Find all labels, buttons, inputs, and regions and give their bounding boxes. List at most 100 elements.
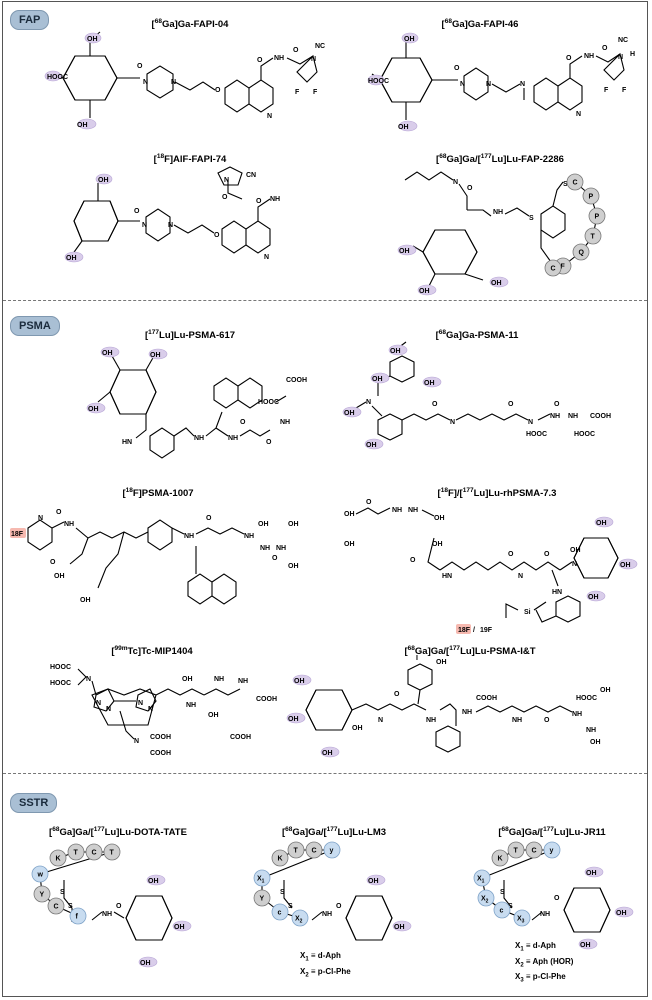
svg-text:O: O	[544, 717, 550, 724]
svg-text:OH: OH	[150, 352, 161, 359]
section-label-fap: FAP	[10, 10, 50, 30]
svg-text:S: S	[280, 889, 285, 896]
svg-text:O: O	[214, 232, 220, 239]
svg-text:HN: HN	[442, 573, 452, 580]
amino-acid-label: T	[110, 850, 115, 857]
svg-text:N: N	[572, 561, 577, 568]
svg-text:OH: OH	[600, 687, 611, 694]
amino-acid-bead	[582, 187, 600, 205]
svg-text:N: N	[264, 254, 269, 261]
svg-text:NH: NH	[186, 702, 196, 709]
svg-text:H: H	[630, 51, 635, 58]
svg-text:OH: OH	[404, 36, 415, 43]
svg-text:OH: OH	[580, 942, 591, 949]
svg-text:OH: OH	[586, 870, 597, 877]
svg-text:OH: OH	[80, 597, 91, 604]
svg-text:19F: 19F	[480, 627, 493, 634]
svg-text:OH: OH	[390, 348, 401, 355]
svg-text:O: O	[336, 903, 342, 910]
amino-acid-label: K	[56, 856, 61, 863]
amino-acid-bead	[253, 869, 271, 887]
svg-text:S: S	[500, 889, 505, 896]
amino-acid-bead	[103, 843, 121, 861]
svg-text:N: N	[518, 573, 523, 580]
svg-text:OH: OH	[66, 255, 77, 262]
amino-acid-bead	[69, 907, 87, 925]
amino-acid-label: c	[278, 910, 282, 917]
svg-text:OH: OH	[590, 739, 601, 746]
amino-acid-bead	[572, 243, 590, 261]
svg-text:N: N	[96, 700, 101, 707]
amino-acid-bead	[323, 841, 341, 859]
svg-text:O: O	[116, 903, 122, 910]
amino-acid-bead	[287, 841, 305, 859]
svg-text:OH: OH	[366, 442, 377, 449]
amino-acid-label: Y	[40, 892, 45, 899]
amino-acid-bead	[513, 909, 531, 927]
svg-text:S: S	[563, 181, 568, 188]
amino-acid-label: Y	[260, 896, 265, 903]
svg-text:/: /	[473, 627, 475, 634]
svg-text:O: O	[508, 401, 514, 408]
svg-text:N: N	[520, 81, 525, 88]
section-label-sstr: SSTR	[10, 793, 58, 813]
svg-text:O: O	[222, 194, 228, 201]
svg-text:N: N	[528, 419, 533, 426]
svg-text:HOOC: HOOC	[47, 74, 68, 81]
svg-text:O: O	[554, 401, 560, 408]
compound-title-rhpsma-7-3: [18F]/[177Lu]Lu-rhPSMA-7.3	[437, 487, 557, 500]
svg-text:OH: OH	[182, 676, 193, 683]
chelator-highlight	[91, 688, 157, 726]
svg-text:OH: OH	[368, 878, 379, 885]
compound-title-fapi-46: [68Ga]Ga-FAPI-46	[441, 18, 519, 31]
svg-text:N: N	[450, 419, 455, 426]
svg-text:N: N	[453, 179, 458, 186]
svg-text:OH: OH	[258, 521, 269, 528]
svg-text:O: O	[257, 57, 263, 64]
svg-text:O: O	[50, 559, 56, 566]
svg-text:OH: OH	[322, 750, 333, 757]
compound-title-jr11: [68Ga]Ga/[177Lu]Lu-JR11	[498, 826, 606, 839]
amino-acid-bead	[33, 885, 51, 903]
svg-text:F: F	[313, 89, 318, 96]
amino-acid-label: P	[589, 194, 594, 201]
amino-acid-bead	[47, 897, 65, 915]
svg-text:N: N	[224, 177, 229, 184]
svg-text:COOH: COOH	[150, 734, 171, 741]
amino-acid-label: C	[312, 848, 317, 855]
svg-text:NH: NH	[184, 533, 194, 540]
compound-title-fapi-74: [18F]AlF-FAPI-74	[153, 153, 227, 166]
amino-acid-label: X2	[481, 896, 489, 905]
amino-acid-label: T	[74, 850, 79, 857]
amino-acid-bead	[566, 173, 584, 191]
structure-mip1404: HOOC HOOC N NN NN N COOH COOH OH NH NH N…	[50, 664, 277, 757]
amino-acid-bead	[543, 841, 561, 859]
svg-text:S: S	[60, 889, 65, 896]
section-divider	[3, 773, 647, 774]
svg-text:O: O	[454, 65, 460, 72]
svg-text:OH: OH	[87, 36, 98, 43]
svg-text:N: N	[267, 113, 272, 120]
legend-row: X1 ≡ d-Aph	[515, 941, 556, 953]
svg-text:O: O	[432, 401, 438, 408]
svg-text:OH: OH	[288, 716, 299, 723]
amino-acid-label: X2	[295, 916, 303, 925]
svg-text:O: O	[240, 419, 246, 426]
amino-acid-label: C	[92, 850, 97, 857]
svg-text:NH: NH	[550, 413, 560, 420]
svg-text:OH: OH	[419, 288, 430, 295]
legend-lm3: X1 ≡ d-Aph X2 ≡ p-Cl-Phe	[300, 950, 351, 981]
svg-text:O: O	[256, 198, 262, 205]
svg-text:NH: NH	[270, 196, 280, 203]
svg-text:NH: NH	[568, 413, 578, 420]
svg-text:NH: NH	[322, 911, 332, 918]
svg-text:OH: OH	[102, 350, 113, 357]
svg-text:NH: NH	[280, 419, 290, 426]
svg-text:COOH: COOH	[230, 734, 251, 741]
svg-text:NH: NH	[102, 911, 112, 918]
svg-text:NH: NH	[276, 545, 286, 552]
amino-acid-label: C	[532, 848, 537, 855]
amino-acid-label: F	[561, 264, 566, 271]
